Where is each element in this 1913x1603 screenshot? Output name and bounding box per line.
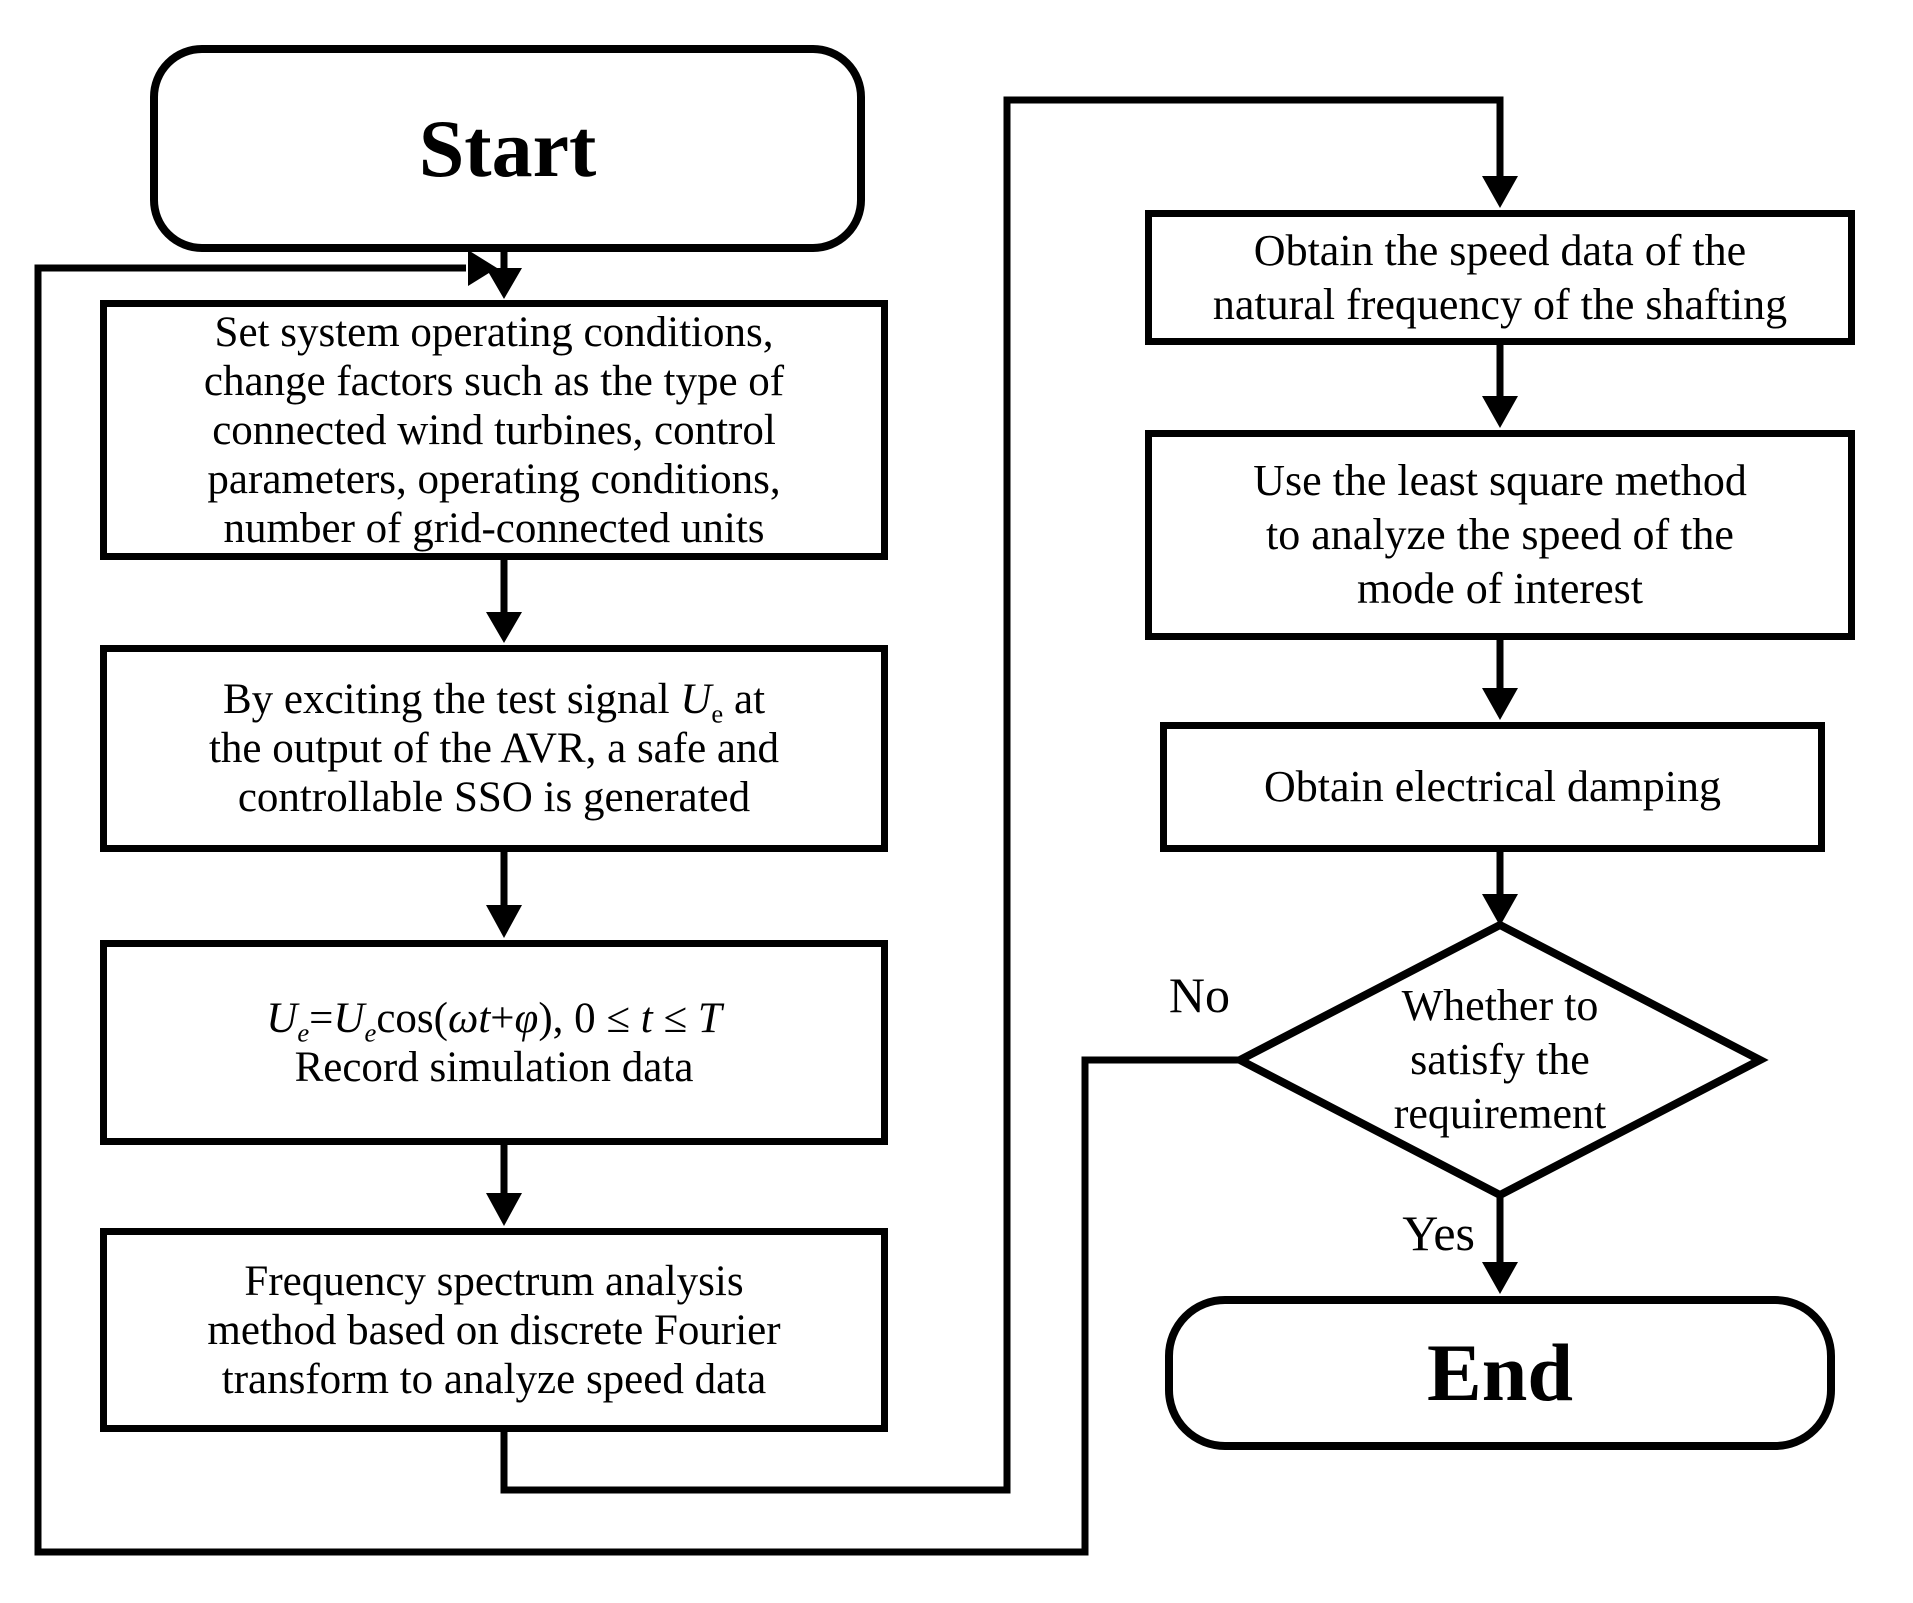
arrowhead-into-box4 <box>486 1193 522 1226</box>
process-text-line: connected wind turbines, control <box>212 406 776 454</box>
decision-diamond <box>1231 920 1769 1200</box>
arrowhead-into-box1 <box>486 268 522 299</box>
process-record-data: Ue=Uecos(ωt+φ), 0 ≤ t ≤ T Record simulat… <box>100 940 888 1145</box>
process-obtain-speed: Obtain the speed data of the natural fre… <box>1145 210 1855 345</box>
process-text-line: Frequency spectrum analysis <box>244 1257 744 1305</box>
decision-text-line: satisfy the <box>1410 1035 1590 1084</box>
process-text-line: change factors such as the type of <box>203 357 785 405</box>
process-text-line: parameters, operating conditions, <box>207 455 781 503</box>
process-text-line: Record simulation data <box>294 1043 694 1091</box>
connector-box4-to-rbox1 <box>500 96 1504 1494</box>
start-node: Start <box>150 45 865 252</box>
process-set-conditions: Set system operating conditions, change … <box>100 300 888 560</box>
process-text-line: natural frequency of the shafting <box>1212 279 1788 329</box>
edge-label-yes: Yes <box>1402 1205 1475 1261</box>
process-text-line: mode of interest <box>1357 564 1643 613</box>
arrowhead-into-decision <box>1482 894 1518 926</box>
process-text-line: Obtain electrical damping <box>1264 762 1721 811</box>
arrowhead-into-box3 <box>486 905 522 938</box>
process-electrical-damping: Obtain electrical damping <box>1160 722 1825 852</box>
arrowhead-into-end <box>1482 1262 1518 1294</box>
process-text-line: method based on discrete Fourier <box>207 1306 781 1354</box>
decision-requirement-text: Whether to satisfy the requirement <box>1330 979 1670 1141</box>
end-label: End <box>1427 1327 1573 1418</box>
process-text-line: Use the least square method <box>1253 456 1747 505</box>
connector-no-feedback-loop <box>34 264 1240 1556</box>
process-text-line: number of grid-connected units <box>223 504 765 552</box>
formula-line: Ue=Uecos(ωt+φ), 0 ≤ t ≤ T <box>266 994 722 1048</box>
process-text-line: transform to analyze speed data <box>221 1355 767 1403</box>
arrowhead-into-rbox2 <box>1482 396 1518 428</box>
arrowhead-feedback-join <box>468 250 497 286</box>
process-excite-signal: By exciting the test signal Ue at the ou… <box>100 645 888 852</box>
process-text-line: to analyze the speed of the <box>1266 510 1734 559</box>
process-least-square: Use the least square method to analyze t… <box>1145 430 1855 640</box>
start-label: Start <box>418 102 597 194</box>
process-text-line: the output of the AVR, a safe and <box>208 725 780 772</box>
process-spectrum-analysis: Frequency spectrum analysis method based… <box>100 1228 888 1432</box>
arrowhead-into-rbox3 <box>1482 688 1518 720</box>
process-text-line: By exciting the test signal Ue at <box>222 676 766 729</box>
edge-label-no: No <box>1168 967 1230 1023</box>
decision-text-line: Whether to <box>1401 981 1599 1030</box>
process-text-line: Obtain the speed data of the <box>1253 225 1747 275</box>
decision-text-line: requirement <box>1393 1089 1607 1138</box>
end-node: End <box>1165 1296 1835 1450</box>
arrowhead-into-box2 <box>486 612 522 643</box>
process-text-line: Set system operating conditions, <box>214 308 774 356</box>
process-text-line: controllable SSO is generated <box>237 774 751 821</box>
arrowhead-into-rbox1 <box>1482 176 1518 208</box>
